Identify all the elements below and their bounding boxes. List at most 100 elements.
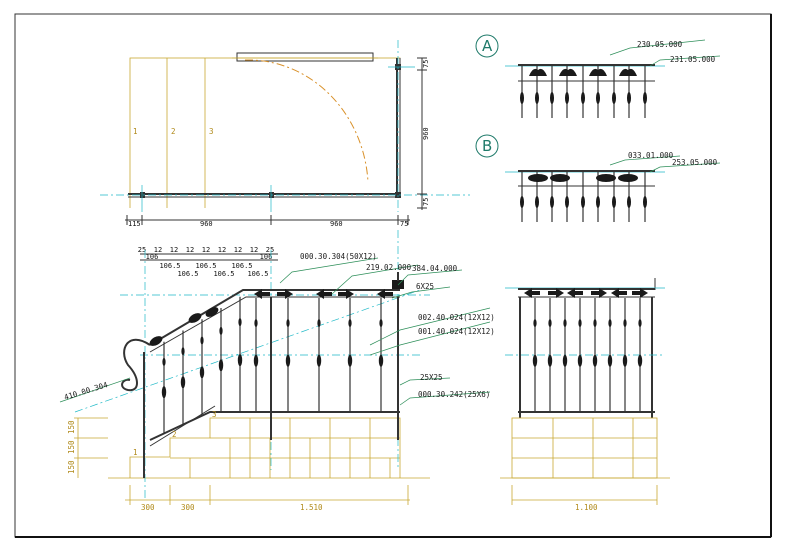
baluster-knuckle xyxy=(348,319,352,328)
stair-marker-3: 3 xyxy=(212,410,217,419)
detail-a-knuckle xyxy=(596,92,600,104)
baluster-knuckle xyxy=(218,359,224,372)
detail-a-knuckle xyxy=(535,92,539,104)
plan-dim-960-b: 960 xyxy=(330,220,343,228)
detail-b-balusters xyxy=(520,172,647,222)
detail-a xyxy=(475,34,721,82)
baluster-knuckle xyxy=(533,319,537,328)
spacing-dim-bottom: 106 xyxy=(146,253,159,261)
detail-b-knuckle xyxy=(596,196,600,208)
detail-a-balusters xyxy=(520,66,647,118)
baluster-knuckle xyxy=(237,354,243,367)
detail-b xyxy=(475,134,721,187)
spacing-dim-bottom: 106.5 xyxy=(247,270,268,278)
baluster-knuckle xyxy=(378,354,384,367)
side-arrow-ornament xyxy=(254,289,270,299)
front-arrow-ornament xyxy=(632,288,648,298)
label-newel-scroll: 410.00.304 xyxy=(63,380,109,402)
detail-a-knuckle xyxy=(520,92,524,104)
side-elevation xyxy=(74,230,430,505)
baluster-knuckle xyxy=(200,336,204,345)
detail-b-knuckle xyxy=(627,196,631,208)
side-balusters xyxy=(161,296,384,434)
front-balusters xyxy=(524,288,648,412)
spacing-dim-bottom: 106.5 xyxy=(195,262,216,270)
detail-a-knuckle xyxy=(627,92,631,104)
spacing-dim-top: 25 xyxy=(266,246,274,254)
spacing-dim-top: 12 xyxy=(186,246,194,254)
plan-step-label-2: 2 xyxy=(171,127,176,136)
detail-b-knuckle xyxy=(581,196,585,208)
label-flat-bar: 6X25 xyxy=(416,282,434,291)
baluster-knuckle xyxy=(219,326,223,335)
slope-leaf-ornament xyxy=(188,313,202,323)
baluster-knuckle xyxy=(622,354,628,367)
detail-b-knuckle xyxy=(550,196,554,208)
front-arrow-ornament xyxy=(611,288,627,298)
detail-a-knuckle xyxy=(550,92,554,104)
label-bottom-rail: 000.30.242(25X6) xyxy=(418,390,490,399)
baluster-knuckle xyxy=(317,319,321,328)
plan-view xyxy=(100,40,470,225)
detail-a-scroll xyxy=(589,68,607,76)
baluster-knuckle xyxy=(532,354,538,367)
baluster-knuckle xyxy=(253,354,259,367)
baluster-knuckle xyxy=(286,319,290,328)
baluster-knuckle xyxy=(608,319,612,328)
baluster-knuckle xyxy=(254,319,258,328)
detail-a-knuckle xyxy=(612,92,616,104)
label-baluster-b: 001.40.024(12X12) xyxy=(418,327,495,336)
detail-b-leaf xyxy=(618,174,638,182)
baluster-knuckle xyxy=(547,354,553,367)
baluster-knuckle xyxy=(181,347,185,356)
detail-a-scroll xyxy=(619,68,637,76)
spacing-dim-top: 25 xyxy=(138,246,146,254)
spacing-dim-bottom: 106.5 xyxy=(159,262,180,270)
detail-b-knuckle xyxy=(535,196,539,208)
stair-dim-1510: 1.510 xyxy=(300,503,323,512)
front-arrow-ornament xyxy=(591,288,607,298)
stair-marker-1: 1 xyxy=(133,448,138,457)
front-arrow-ornament xyxy=(524,288,540,298)
baluster-knuckle xyxy=(199,366,205,379)
baluster-knuckle xyxy=(548,319,552,328)
detail-b-label-2: 253.05.000 xyxy=(672,158,718,167)
plan-step-label-1: 1 xyxy=(133,127,138,136)
plan-dim-right-mid: 960 xyxy=(422,127,430,140)
detail-a-label-1: 230.05.000 xyxy=(637,40,683,49)
detail-b-leaf xyxy=(550,174,570,182)
front-arrow-ornament xyxy=(548,288,564,298)
baluster-knuckle xyxy=(637,354,643,367)
sheet-frame xyxy=(14,13,772,538)
detail-b-leaf xyxy=(528,174,548,182)
label-bottom-bar: 25X25 xyxy=(420,373,443,382)
stair-dim-left-2: 150 xyxy=(67,440,76,454)
baluster-knuckle xyxy=(623,319,627,328)
side-arrow-ornament xyxy=(277,289,293,299)
baluster-knuckle xyxy=(563,319,567,328)
slope-leaf-ornament xyxy=(205,307,219,317)
detail-a-knuckle xyxy=(643,92,647,104)
detail-a-knuckle xyxy=(581,92,585,104)
baluster-spacing-dims xyxy=(140,253,278,261)
label-ornament-top: 219.02.000 xyxy=(366,263,412,272)
baluster-knuckle xyxy=(638,319,642,328)
plan-dim-75: 75 xyxy=(400,220,408,228)
stair-dim-300-a: 300 xyxy=(141,503,155,512)
spacing-dim-bottom: 106.5 xyxy=(213,270,234,278)
side-leaders xyxy=(59,257,491,406)
plan-dim-115: 115 xyxy=(128,220,141,228)
spacing-dim-bottom: 106.5 xyxy=(231,262,252,270)
baluster-knuckle xyxy=(593,319,597,328)
side-arrow-ornament xyxy=(338,289,354,299)
spacing-dim-bottom: 106.5 xyxy=(177,270,198,278)
detail-a-scroll xyxy=(529,68,547,76)
detail-b-knuckle xyxy=(565,196,569,208)
baluster-knuckle xyxy=(238,318,242,327)
side-arrow-ornament xyxy=(316,289,332,299)
plan-step-label-3: 3 xyxy=(209,127,214,136)
front-arrow-ornament xyxy=(567,288,583,298)
detail-marker-a: A xyxy=(482,37,493,55)
